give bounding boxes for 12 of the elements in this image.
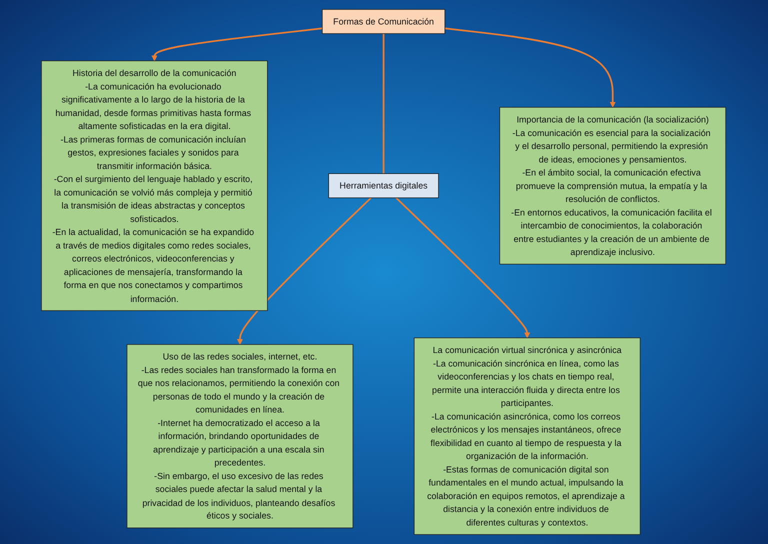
node-box [322, 9, 446, 34]
node-box [42, 60, 268, 311]
connector [383, 34, 385, 174]
concept-map-drawing: Formas de Comunicación Historia del desarrollo de la comunicación -La comunicación ha evolucionado significativamente a lo largo de la historia de la humanidad, desde formas primitivas hasta formas altamente sofisticadas en la era digital. -Las primeras formas de comunicación incluían gestos, expresiones faciales y sonidos para transmitir información básica. -Con el surgimiento del lenguaje hablado y escrito, la comunicación se volvió más compleja y permitió la transmisión de ideas abstractas y conceptos sofisticados. -En la actualidad, la comunicación se ha expandido a través de medios digitales como redes sociales, correos electrónicos, videoconferencias y aplicaciones de mensajería, transformando la forma en que nos conectamos y compartimos información. Herramientas digitales Importancia de la comunicación (la socialización) -La comunicación es esencial para la socialización y el desarrollo personal, permitiendo la expresión de ideas, emociones y pensamientos. -En el ámbito social, la comunicación efectiva promueve la comprensión mutua, la empatía y la resolución de conflictos. -En entornos educativos, la comunicación facilita el intercambio de conocimientos, la colaboración entre estudiantes y la creación de un ambiente de aprendizaje inclusivo. Uso de las redes sociales, internet, etc. -Las redes sociales han transformado la forma en que nos relacionamos, permitiendo la conexión con personas de todo el mundo y la creación de comunidades en línea. -Internet ha democratizado el acceso a la información, brindando oportunidades de aprendizaje y participación a una escala sin precedentes. -Sin embargo, el uso excesivo de las redes sociales puede afectar la salud mental y la privacidad de los individuos, planteando desafíos éticos y sociales. La comunicación virtual sincrónica y asincrónica -La comunicación sincrónica en línea, como las videoconferencias y los chats en tiempo real, permite una interacción fluida y directa entre los participantes. -La comunicación asincrónica, como los correos electrónicos y los mensajes instantáneos, ofrece flexibilidad en cuanto al tiempo de respuesta y la organización de la información. -Estas formas de comunicación digital son fundamentales en el mundo actual, impulsando la colaboración en equipos remotos, el aprendizaje a distancia y la conexión entre individuos de diferentes culturas y contextos. [36, 4, 732, 540]
arrow [445, 28, 616, 108]
node-box [414, 338, 641, 535]
arrow [396, 197, 531, 338]
node-box [328, 173, 440, 198]
arrow [237, 197, 372, 345]
node-box [127, 344, 354, 528]
node-box [500, 106, 726, 264]
arrow [152, 28, 323, 62]
